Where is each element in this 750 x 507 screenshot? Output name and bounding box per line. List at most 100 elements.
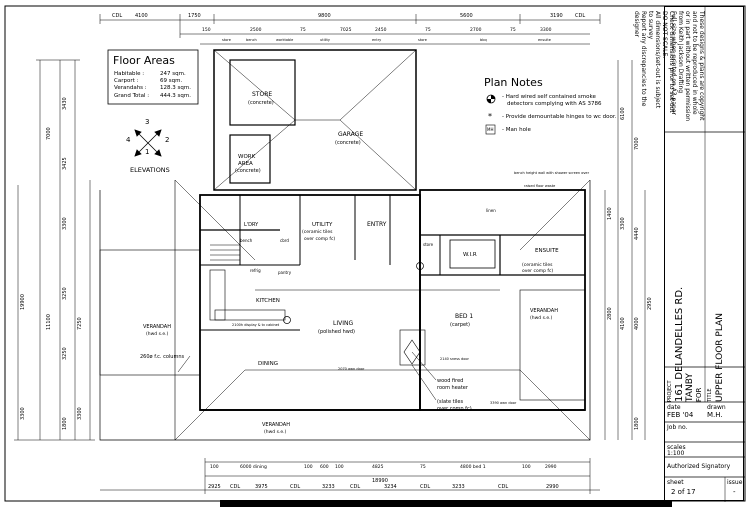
- room-entry: ENTRY: [367, 221, 387, 228]
- dim-overall: 18990: [372, 478, 388, 484]
- dim-top-inner: 2450: [375, 27, 387, 33]
- drawn-value: M.H.: [707, 411, 723, 419]
- label-columns: 260ø f.c. columns: [140, 354, 185, 360]
- signatory-label: Authorized Signatory: [667, 463, 731, 470]
- label-sness-door: 2140 sness door: [440, 357, 469, 361]
- dim-top-1750: 1750: [188, 13, 201, 19]
- title-text: UPPER FLOOR PLAN: [715, 313, 725, 402]
- left-dimensions: [14, 59, 95, 441]
- elevation-number-2: 2: [165, 136, 169, 144]
- dim-top-inner: 3300: [540, 27, 552, 33]
- title-label: TITLE: [707, 388, 713, 402]
- dim-bottom-inner: 75: [420, 464, 426, 470]
- date-label: date: [667, 404, 681, 411]
- tb-note: Report any discrepancies to the: [640, 11, 647, 107]
- tb-note: All dimensions/set-out is subject: [654, 11, 661, 109]
- notes-col-2: These designs & plans are copyright and …: [670, 11, 705, 121]
- issue-value: -: [733, 488, 736, 496]
- dim-left: 3425: [62, 157, 68, 170]
- dim-left: 3430: [62, 97, 68, 110]
- dim-label: entry: [372, 38, 381, 42]
- area-label: Carport :: [114, 78, 138, 84]
- dim-top-inner: 2700: [470, 27, 482, 33]
- top-inner-dims: 150 2500 75 7025 2450 75 2700 75 3300: [202, 27, 552, 33]
- tb-note: or in part without written permission: [684, 11, 691, 122]
- dim-left: 19900: [20, 294, 26, 310]
- floor-areas-box: Floor Areas Habitable : 247 sqm. Carport…: [107, 49, 199, 105]
- title-block: Check dimensions prior to set-out DO NOT…: [633, 6, 745, 502]
- room-wir: W.I.R: [463, 252, 477, 258]
- dim-left: 3300: [62, 217, 68, 230]
- note-smoke-1: - Hard wired self contained smoke: [502, 94, 597, 100]
- drawn-label: drawn: [707, 404, 726, 411]
- note-manhole: - Man hole: [502, 127, 531, 133]
- dim-left: 7000: [46, 127, 52, 140]
- dim-top-cdl-right: CDL: [575, 13, 585, 19]
- dim-right: 7000: [634, 137, 640, 150]
- dim-right: 2950: [647, 297, 653, 310]
- project-line-3: FOR: [695, 387, 703, 402]
- right-dimensions: [604, 60, 646, 440]
- area-label: Verandahs :: [114, 85, 147, 91]
- dim-bottom-outer: 2990: [546, 484, 559, 490]
- room-utility-sub2: over comp fc): [304, 236, 335, 242]
- manhole-label: MH: [487, 127, 493, 132]
- job-label: Job no.: [667, 424, 688, 431]
- dim-bottom-outer: 3975: [255, 484, 268, 490]
- room-utility-sub: (ceramic tiles: [302, 229, 333, 235]
- label-bench: bench: [240, 238, 253, 243]
- dim-left: 3250: [62, 287, 68, 300]
- dim-top-inner: 75: [510, 27, 516, 33]
- room-verandah-east-sub: (hwd s.e.): [530, 315, 553, 321]
- label-store-small: store: [423, 242, 434, 247]
- dim-label: utility: [320, 38, 330, 42]
- dim-top-inner: 150: [202, 27, 211, 33]
- room-kitchen: KITCHEN: [256, 298, 280, 304]
- issue-label: issue: [727, 479, 743, 486]
- area-value: 247 sqm.: [160, 71, 186, 77]
- dim-top-5600: 5600: [460, 13, 473, 19]
- dim-right: 6100: [620, 107, 626, 120]
- dim-right: 2800: [607, 307, 613, 320]
- dim-left: 11100: [46, 314, 52, 330]
- dim-bottom-outer: 3233: [322, 484, 335, 490]
- room-verandah-east: VERANDAH: [530, 308, 558, 314]
- dim-left: 3300: [77, 407, 83, 420]
- scale-value: 1:100: [667, 450, 685, 457]
- dim-right: 4000: [634, 317, 640, 330]
- label-slate: (slate tiles: [437, 399, 463, 405]
- room-living: LIVING: [333, 320, 353, 327]
- project-label: PROJECT: [667, 380, 673, 402]
- room-ensuite-sub: (ceramic tiles: [522, 262, 553, 268]
- label-refrig: refrig: [250, 268, 261, 273]
- label-awn-door: 2070 awn door: [338, 367, 365, 371]
- dim-top-inner: 75: [300, 27, 306, 33]
- dim-bottom-outer: CDL: [420, 484, 430, 490]
- dim-bottom-inner: 100: [210, 464, 219, 470]
- area-value: 444.3 sqm.: [160, 93, 191, 99]
- dim-bottom-inner: 4825: [372, 464, 384, 470]
- dim-top-9800: 9800: [318, 13, 331, 19]
- dim-label: store: [418, 38, 427, 42]
- project-line-1: 161 DELANDELLES RD.: [674, 286, 685, 402]
- area-value: 69 sqm.: [160, 78, 182, 84]
- plan-notes-title: Plan Notes: [484, 76, 543, 89]
- dim-bottom-outer: 2925: [208, 484, 221, 490]
- dim-bottom-inner: 100: [522, 464, 531, 470]
- label-heater: wood fired: [437, 378, 463, 384]
- bottom-outer-dims: 2925 CDL 3975 CDL 3233 CDL 3234 CDL 3233…: [208, 484, 559, 490]
- dim-bottom-inner: 6000 dining: [240, 464, 267, 470]
- dim-label: bbq: [480, 38, 487, 42]
- elevations-label: ELEVATIONS: [130, 166, 170, 174]
- dim-left: 1800: [62, 417, 68, 430]
- dim-top-4100: 4100: [135, 13, 148, 19]
- dim-bottom-inner: 2990: [545, 464, 557, 470]
- room-verandah-south: VERANDAH: [262, 422, 290, 428]
- bottom-dimensions: [100, 458, 600, 494]
- label-slate-2: over comp fc): [437, 406, 472, 412]
- left-dim-texts: 3430 7000 3425 3300 19900 3250 11100 725…: [20, 97, 83, 430]
- project-line-2: TANBY: [685, 373, 695, 402]
- dim-right: 4100: [620, 317, 626, 330]
- room-work-area-2: AREA: [238, 161, 253, 167]
